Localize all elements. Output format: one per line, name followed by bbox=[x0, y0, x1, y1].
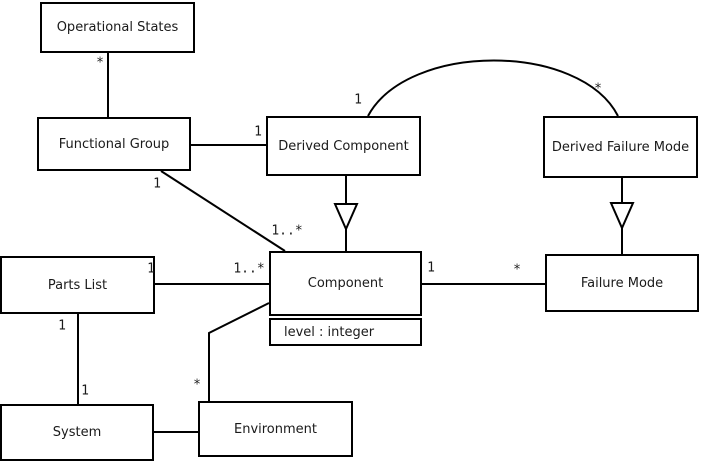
multiplicity-dfmode-arc: * bbox=[594, 81, 602, 97]
class-name: Derived Failure Mode bbox=[551, 139, 690, 155]
multiplicity-plist-system-top: 1 bbox=[58, 318, 66, 334]
class-box-parts-list[interactable]: Parts List bbox=[0, 256, 155, 314]
class-box-derived-failure-mode[interactable]: Derived Failure Mode bbox=[543, 116, 698, 178]
multiplicity-dcomp-arc: 1 bbox=[354, 92, 362, 108]
class-box-environment[interactable]: Environment bbox=[198, 401, 353, 457]
multiplicity-plist-comp-near: 1 bbox=[147, 261, 155, 277]
class-name: Failure Mode bbox=[580, 275, 664, 291]
multiplicity-opstates-fgroup: * bbox=[96, 55, 104, 71]
edge-dcomp-dfmode-arc bbox=[367, 59, 619, 117]
class-name: Component bbox=[307, 276, 384, 291]
class-box-failure-mode[interactable]: Failure Mode bbox=[545, 254, 699, 312]
generalization-triangle-icon bbox=[609, 202, 635, 231]
attribute-label: level : integer bbox=[284, 324, 375, 340]
multiplicity-fgroup-comp-near: 1 bbox=[153, 176, 161, 192]
class-name: Environment bbox=[233, 421, 317, 437]
edge-comp-env bbox=[208, 302, 270, 401]
multiplicity-comp-fmode-far: * bbox=[513, 262, 521, 278]
class-box-system[interactable]: System bbox=[0, 404, 154, 461]
class-name: Operational States bbox=[56, 20, 179, 35]
class-name: System bbox=[52, 425, 102, 440]
multiplicity-fgroup-dcomp: 1 bbox=[254, 124, 262, 140]
class-box-functional-group[interactable]: Functional Group bbox=[37, 117, 191, 171]
generalization-triangle-icon bbox=[333, 203, 359, 232]
multiplicity-plist-system-bottom: 1 bbox=[81, 383, 89, 399]
class-box-derived-component[interactable]: Derived Component bbox=[266, 116, 421, 176]
class-box-operational-states[interactable]: Operational States bbox=[40, 2, 195, 53]
class-name: Derived Component bbox=[278, 138, 409, 154]
class-name: Parts List bbox=[47, 277, 108, 293]
class-attributes-component[interactable]: level : integer bbox=[269, 318, 422, 346]
multiplicity-fgroup-comp-far: 1..* bbox=[271, 223, 303, 239]
class-name: Functional Group bbox=[58, 136, 170, 152]
multiplicity-comp-env: * bbox=[193, 377, 201, 393]
multiplicity-plist-comp-far: 1..* bbox=[233, 261, 265, 277]
edge-fgroup-comp bbox=[160, 170, 286, 252]
class-box-component[interactable]: Component bbox=[269, 251, 422, 316]
multiplicity-comp-fmode-near: 1 bbox=[427, 260, 435, 276]
